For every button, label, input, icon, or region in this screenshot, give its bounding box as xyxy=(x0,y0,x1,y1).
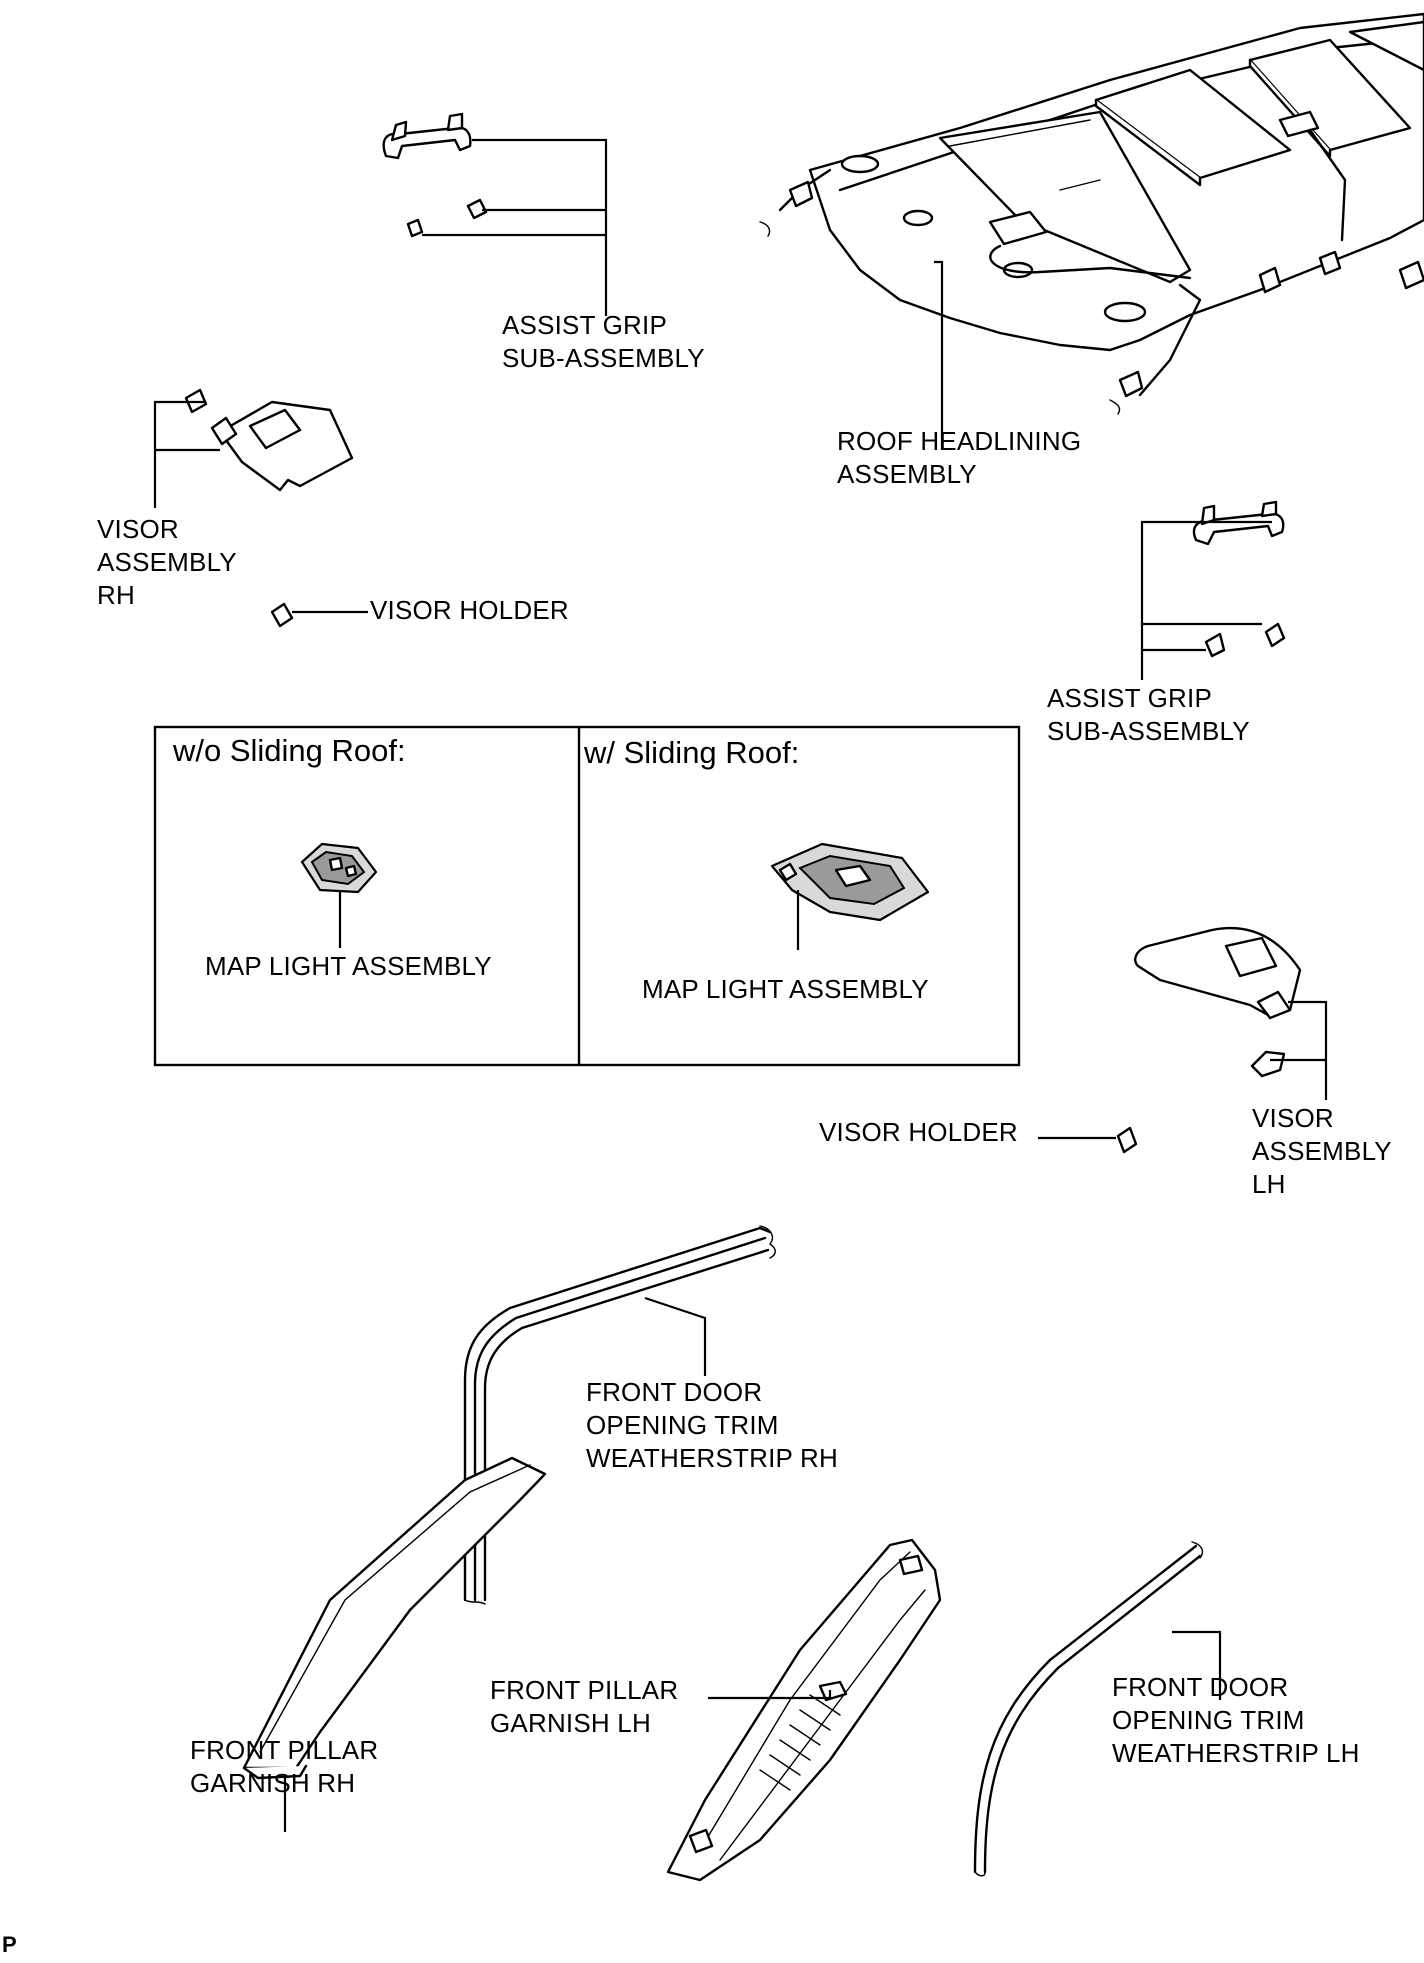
visor-holder-lh-label: VISOR HOLDER xyxy=(819,1117,1018,1147)
map-light-left-label: MAP LIGHT ASSEMBLY xyxy=(205,951,492,981)
map-light-right-header: w/ Sliding Roof: xyxy=(584,735,800,770)
map-light-wo-part xyxy=(300,842,378,894)
pillar-garnish-lh-part xyxy=(666,1538,942,1882)
pillar-garnish-rh-label: FRONT PILLAR GARNISH RH xyxy=(190,1735,379,1798)
visor-lh-part xyxy=(1116,926,1302,1154)
assist-grip-lh-label: ASSIST GRIP SUB-ASSEMBLY xyxy=(1047,683,1250,746)
roof-headlining-part xyxy=(759,12,1424,415)
figure-code: P xyxy=(2,1932,17,1957)
leader-lines xyxy=(153,138,1328,1832)
door-trim-rh-label: FRONT DOOR OPENING TRIM WEATHERSTRIP RH xyxy=(586,1377,838,1473)
assist-grip-rh-label: ASSIST GRIP SUB-ASSEMBLY xyxy=(502,310,705,373)
pillar-garnish-rh-part xyxy=(242,1456,547,1780)
weatherstrip-rh-part xyxy=(463,1225,776,1605)
visor-holder-rh-label: VISOR HOLDER xyxy=(370,595,569,625)
visor-rh-label: VISOR ASSEMBLY RH xyxy=(97,514,237,610)
map-light-right-label: MAP LIGHT ASSEMBLY xyxy=(642,974,929,1004)
map-light-w-part xyxy=(770,842,930,922)
map-light-left-header: w/o Sliding Roof: xyxy=(173,733,406,768)
pillar-garnish-lh-label: FRONT PILLAR GARNISH LH xyxy=(490,1675,679,1738)
visor-lh-label: VISOR ASSEMBLY LH xyxy=(1252,1103,1392,1199)
door-trim-lh-label: FRONT DOOR OPENING TRIM WEATHERSTRIP LH xyxy=(1112,1672,1360,1768)
weatherstrip-lh-part xyxy=(973,1541,1204,1877)
assist-grip-lh-part xyxy=(1192,500,1286,658)
assist-grip-rh-part xyxy=(382,112,488,238)
map-light-box xyxy=(153,725,1021,1067)
roof-headlining-label: ROOF HEADLINING ASSEMBLY xyxy=(837,426,1082,489)
